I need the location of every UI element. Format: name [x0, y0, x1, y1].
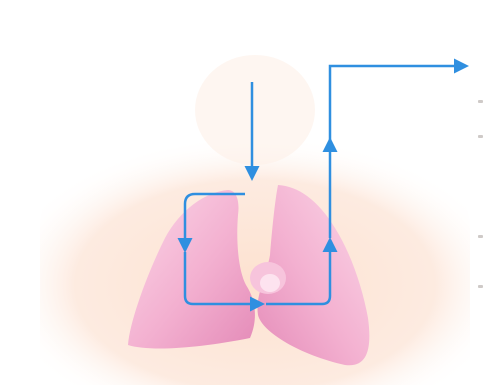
edge-mark [478, 285, 483, 288]
torso-silhouette [40, 55, 470, 385]
edge-mark [478, 235, 483, 238]
edge-mark [478, 135, 483, 138]
edge-mark [478, 100, 483, 103]
flow-arrow [330, 66, 466, 142]
